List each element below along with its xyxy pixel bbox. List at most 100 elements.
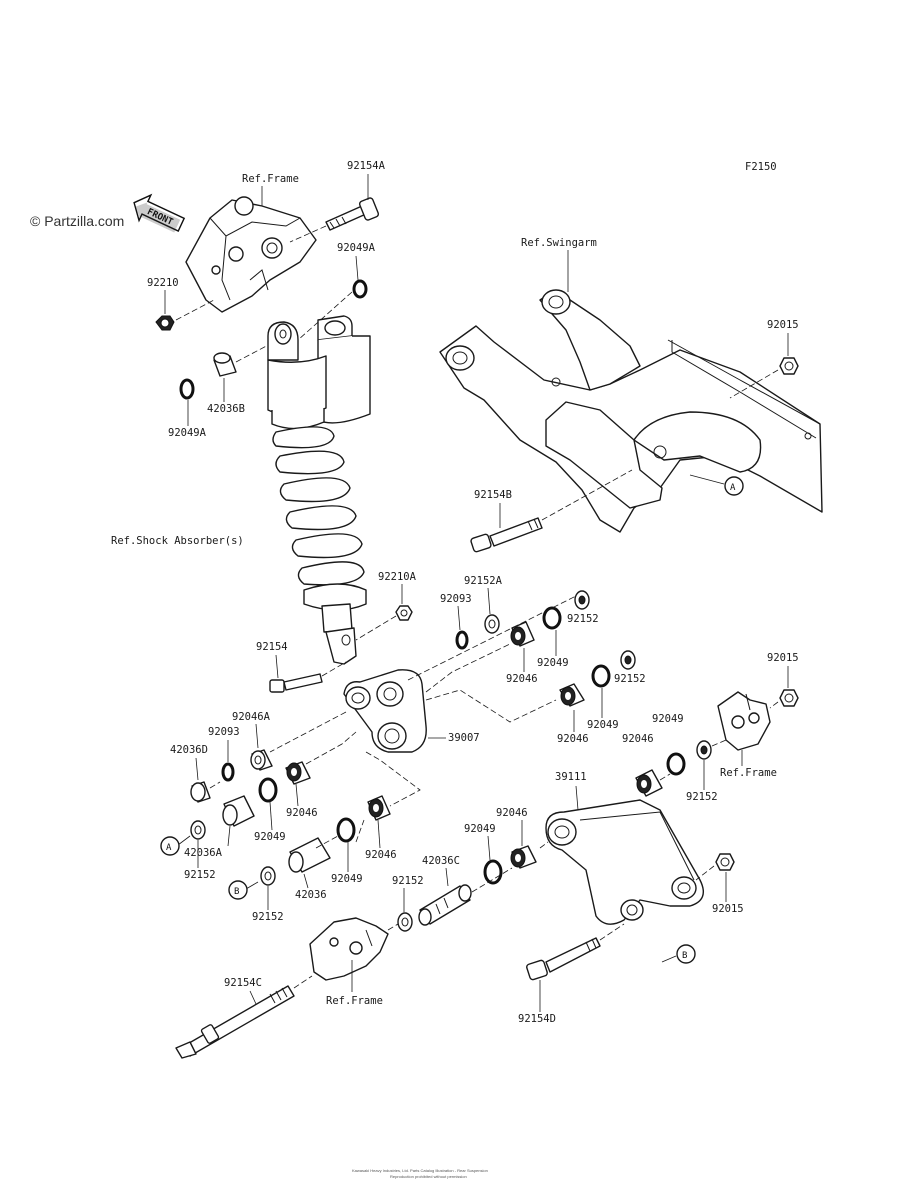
ref-frame-bottom-label: Ref.Frame — [326, 995, 383, 1007]
collar-42036A — [222, 795, 255, 827]
ring-92049-d — [666, 752, 686, 776]
label-92210: 92210 — [147, 277, 179, 289]
label-92049-c: 92049 — [652, 713, 684, 725]
washer-92152A — [484, 614, 500, 634]
label-92152-a: 92152 — [567, 613, 599, 625]
marker-b-left — [228, 880, 248, 900]
label-92152-c: 92152 — [686, 791, 718, 803]
label-92015-a: 92015 — [767, 319, 799, 331]
label-92049-d: 92049 — [331, 873, 363, 885]
label-92152-d: 92152 — [392, 875, 424, 887]
nut-92015-a — [779, 357, 799, 375]
washer-92152-f — [260, 866, 276, 886]
footer-line-1: Kawasaki Heavy Industries, Ltd. Parts Ca… — [352, 1168, 488, 1173]
label-92152-e: 92152 — [184, 869, 216, 881]
ring-92049-b — [591, 664, 611, 688]
bearing-92046-e — [510, 845, 537, 869]
nut-92015-b — [779, 689, 799, 707]
bolt-92154C — [175, 985, 295, 1059]
label-92154D: 92154D — [518, 1013, 556, 1025]
washer-92152-d — [397, 912, 413, 932]
label-92154A: 92154A — [347, 160, 386, 172]
marker-b-right-label: B — [682, 951, 687, 961]
bearing-92046A — [250, 749, 273, 771]
bolt-92154B — [470, 517, 543, 553]
label-92046-c: 92046 — [622, 733, 654, 745]
label-39007: 39007 — [448, 732, 480, 744]
marker-b-left-label: B — [234, 887, 239, 897]
label-92046-d: 92046 — [365, 849, 397, 861]
nut-92210A — [395, 605, 413, 621]
ring-92049-f — [483, 859, 503, 885]
nut-92210 — [155, 315, 175, 331]
collar-42036D — [190, 781, 211, 803]
label-42036D: 42036D — [170, 744, 208, 756]
ref-frame-right-label: Ref.Frame — [720, 767, 777, 779]
ring-92049A-left — [179, 378, 195, 400]
label-92015-b: 92015 — [767, 652, 799, 664]
marker-a-swingarm-label: A — [730, 483, 736, 493]
label-42036B: 42036B — [207, 403, 245, 415]
bolt-92154 — [269, 673, 323, 693]
label-42036A: 42036A — [184, 847, 223, 859]
washer-92152-e — [190, 820, 206, 840]
ref-shock-label: Ref.Shock Absorber(s) — [111, 535, 244, 547]
frame-bracket-top — [185, 196, 317, 313]
label-92049A-left: 92049A — [168, 427, 207, 439]
nut-92015-c — [715, 853, 735, 871]
ring-92049-c — [336, 817, 356, 843]
label-92049-e: 92049 — [254, 831, 286, 843]
bolt-92154A — [325, 197, 380, 231]
label-92154C: 92154C — [224, 977, 262, 989]
ref-swingarm-label: Ref.Swingarm — [521, 237, 597, 249]
ring-92049-a — [542, 606, 562, 630]
marker-a-swingarm — [724, 476, 744, 496]
label-92046-a: 92046 — [506, 673, 538, 685]
bearing-92046-g — [367, 795, 391, 821]
watermark: © Partzilla.com — [30, 213, 124, 229]
bearing-92046-a — [510, 621, 535, 647]
label-92015-c: 92015 — [712, 903, 744, 915]
ring-92093-left — [221, 762, 235, 782]
label-92049-b: 92049 — [587, 719, 619, 731]
label-92049A-top: 92049A — [337, 242, 376, 254]
marker-b-right — [676, 944, 696, 964]
label-92049-f: 92049 — [464, 823, 496, 835]
label-92049-a: 92049 — [537, 657, 569, 669]
bearing-92046-b — [559, 683, 585, 707]
label-92152-f: 92152 — [252, 911, 284, 923]
shock-absorber — [267, 315, 371, 665]
label-42036C: 42036C — [422, 855, 460, 867]
ref-frame-top-label: Ref.Frame — [242, 173, 299, 185]
washer-92152-a — [574, 590, 590, 610]
collar-42036B — [213, 352, 237, 377]
label-92046-e: 92046 — [496, 807, 528, 819]
label-39111: 39111 — [555, 771, 587, 783]
frame-bracket-bottom — [309, 917, 389, 981]
collar-42036C — [418, 884, 472, 926]
marker-a-left-label: A — [166, 843, 172, 853]
washer-92152-c — [696, 740, 712, 760]
front-arrow-icon: FRONT — [133, 193, 186, 233]
bearing-92046-d — [635, 769, 663, 797]
label-92152-b: 92152 — [614, 673, 646, 685]
label-92093-top: 92093 — [440, 593, 472, 605]
label-92046A: 92046A — [232, 711, 271, 723]
swingarm — [439, 289, 823, 533]
footer-line-2: Reproduction prohibited without permissi… — [390, 1174, 467, 1179]
collar-42036 — [288, 837, 331, 873]
label-92046-b: 92046 — [557, 733, 589, 745]
label-92152A: 92152A — [464, 575, 503, 587]
ring-92049-e — [258, 777, 278, 803]
ring-92049A-top — [352, 279, 368, 299]
pull-rod-39111 — [545, 799, 704, 925]
frame-bracket-right — [717, 691, 771, 751]
label-92210A: 92210A — [378, 571, 417, 583]
label-92046-f: 92046 — [286, 807, 318, 819]
diagram-code: F2150 — [745, 161, 777, 173]
rocker-link-39007 — [343, 669, 427, 753]
label-92093-left: 92093 — [208, 726, 240, 738]
label-92154B: 92154B — [474, 489, 512, 501]
label-92154: 92154 — [256, 641, 288, 653]
